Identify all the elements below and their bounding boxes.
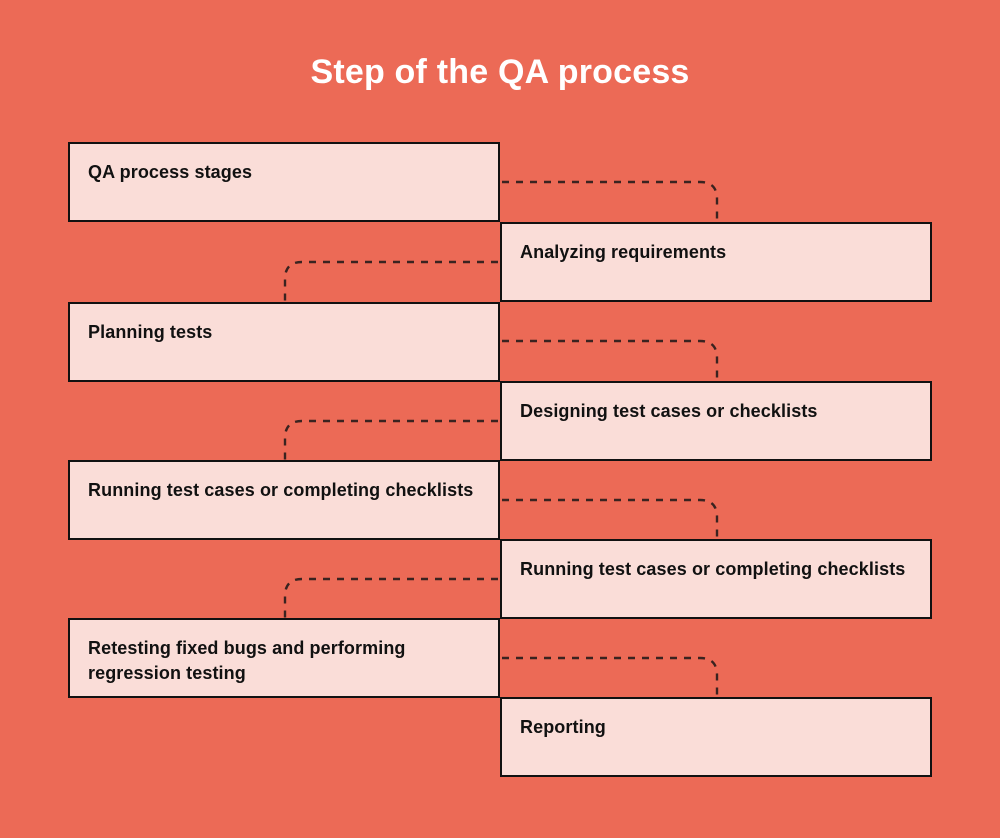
connector-5-6 [502,498,719,539]
connector-7-8 [502,656,719,697]
step-box-8[interactable]: Reporting [500,697,932,777]
step-label-8: Reporting [520,717,606,737]
step-box-7[interactable]: Retesting fixed bugs and performing regr… [68,618,500,698]
page-title: Step of the QA process [310,53,690,91]
step-box-5[interactable]: Running test cases or completing checkli… [68,460,500,540]
step-box-1[interactable]: QA process stages [68,142,500,222]
step-label-6: Running test cases or completing checkli… [520,559,906,579]
step-label-3: Planning tests [88,322,213,342]
connector-3-4 [502,339,719,381]
connector-1-2 [502,180,719,222]
step-label-2: Analyzing requirements [520,242,727,262]
step-label-5: Running test cases or completing checkli… [88,480,474,500]
step-box-6[interactable]: Running test cases or completing checkli… [500,539,932,619]
step-label-1: QA process stages [88,162,253,182]
step-label-7: Retesting fixed bugs and performing regr… [88,638,406,683]
step-box-2[interactable]: Analyzing requirements [500,222,932,302]
step-box-3[interactable]: Planning tests [68,302,500,382]
step-box-4[interactable]: Designing test cases or checklists [500,381,932,461]
step-label-4: Designing test cases or checklists [520,401,818,421]
connector-6-7 [283,577,498,618]
connector-4-5 [283,419,498,460]
connector-2-3 [283,260,498,302]
